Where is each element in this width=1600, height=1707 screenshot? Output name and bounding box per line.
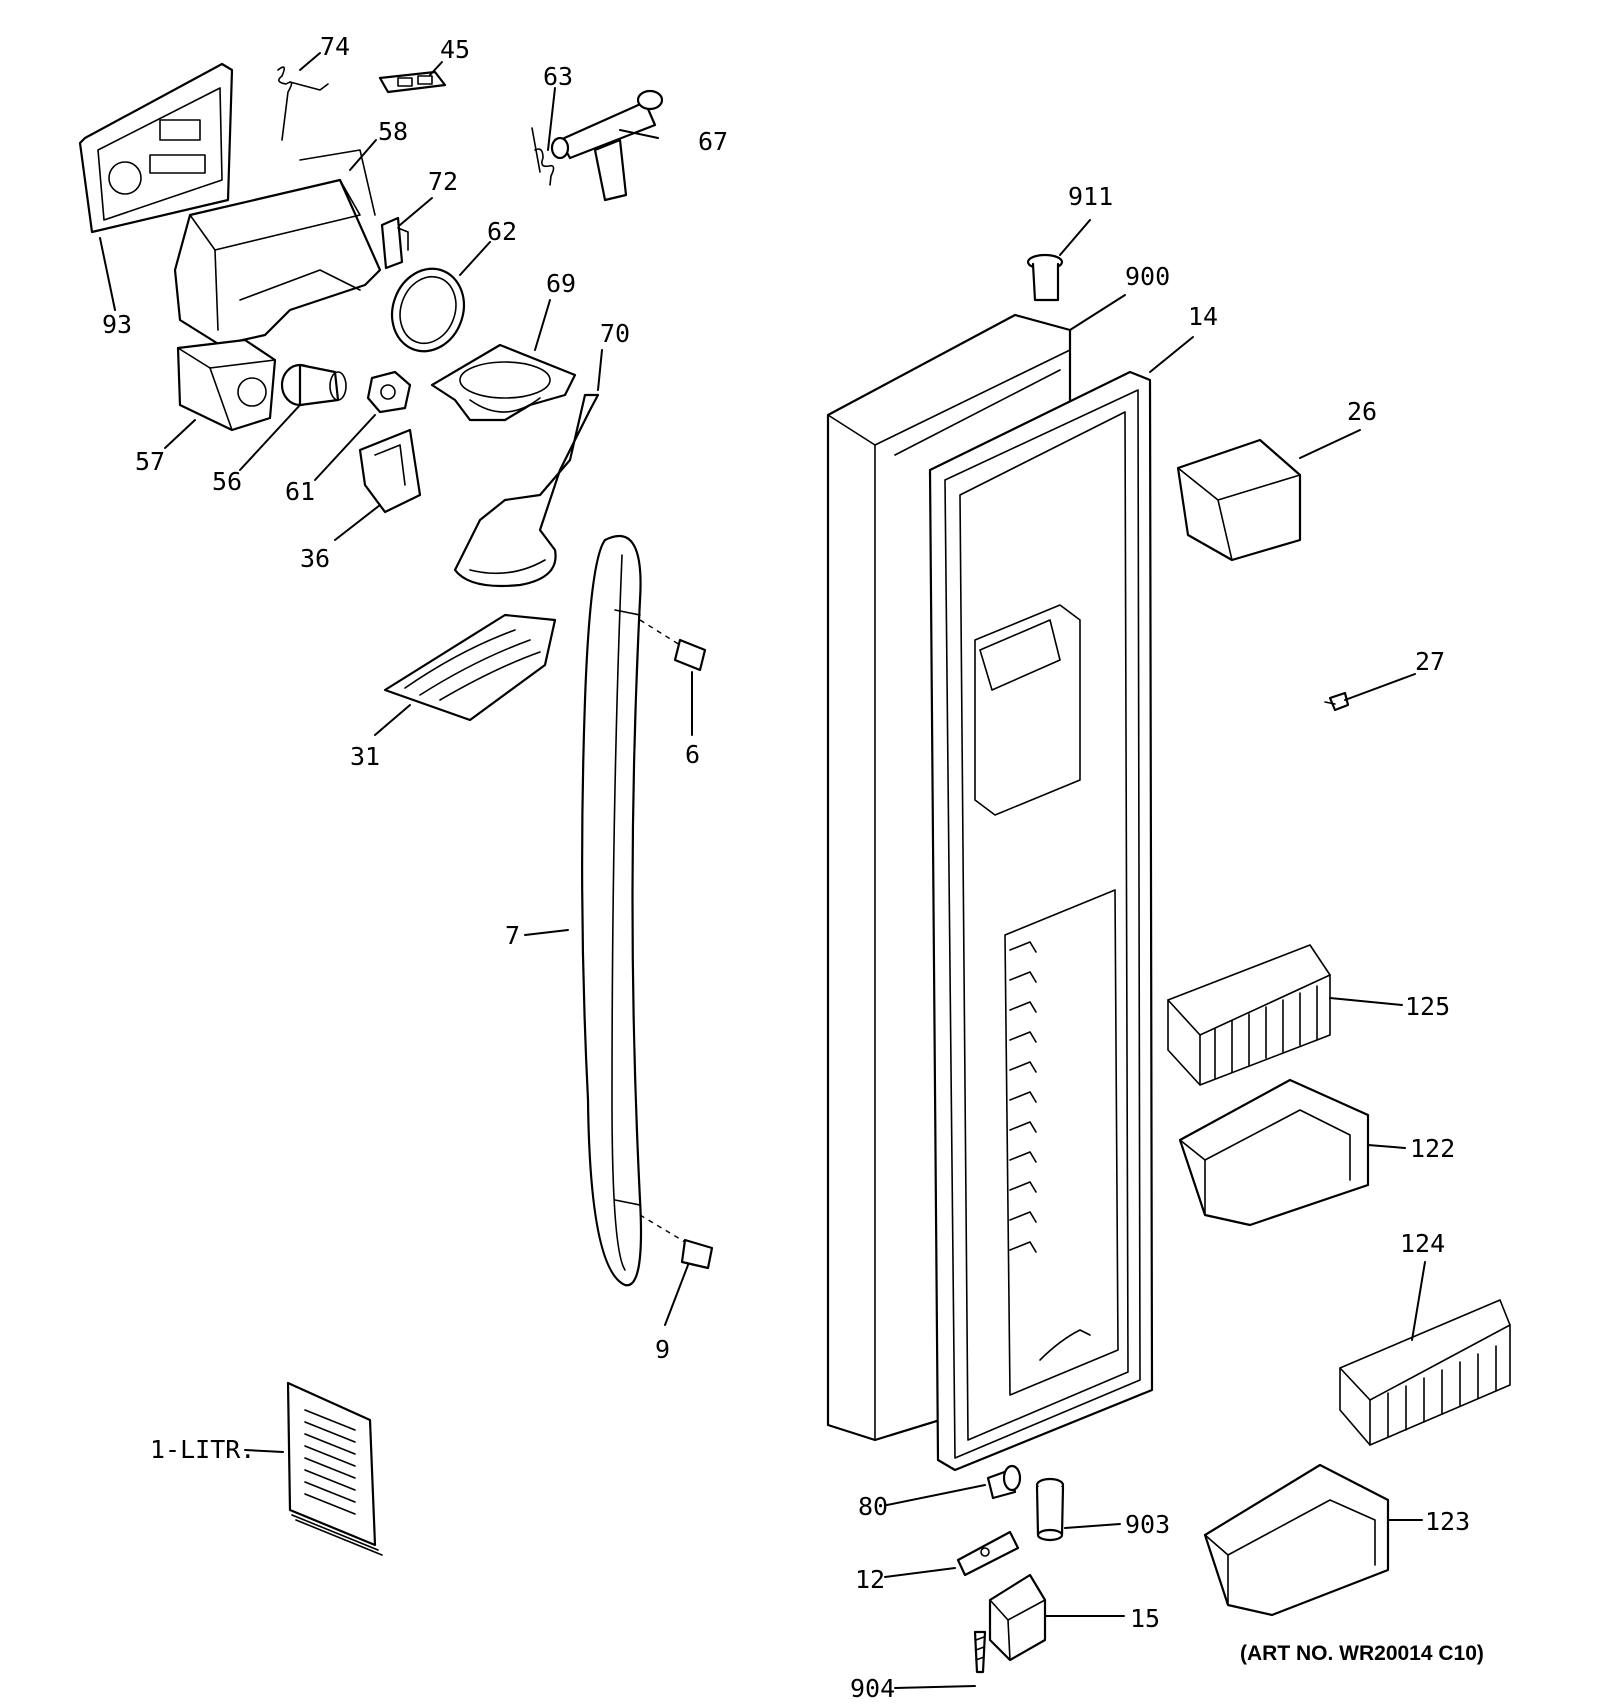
screw-27-part bbox=[1324, 691, 1350, 712]
label-125: 125 bbox=[1405, 992, 1450, 1021]
switch-72-part bbox=[380, 216, 409, 270]
coupler-61-part bbox=[366, 370, 412, 414]
motor-box-part bbox=[176, 338, 277, 432]
lever-67-part bbox=[550, 89, 664, 202]
label-57: 57 bbox=[135, 447, 165, 476]
drip-tray-31-part bbox=[383, 613, 557, 722]
label-36: 36 bbox=[300, 544, 330, 573]
control-panel-part bbox=[78, 62, 234, 234]
label-67: 67 bbox=[698, 127, 728, 156]
label-123: 123 bbox=[1425, 1507, 1470, 1536]
label-56: 56 bbox=[212, 467, 242, 496]
label-6: 6 bbox=[685, 740, 700, 769]
plug-80-part bbox=[986, 1464, 1022, 1500]
label-61: 61 bbox=[285, 477, 315, 506]
ring-62-part bbox=[391, 267, 465, 353]
bushing-911-part bbox=[1026, 253, 1064, 302]
wire-basket-124-part bbox=[1339, 1299, 1511, 1446]
label-80: 80 bbox=[858, 1492, 888, 1521]
part-labels: 74 45 63 67 58 72 62 93 69 70 57 56 61 3… bbox=[102, 32, 1484, 1703]
chute-69-part bbox=[430, 343, 577, 422]
label-69: 69 bbox=[546, 269, 576, 298]
label-63: 63 bbox=[543, 62, 573, 91]
label-14: 14 bbox=[1188, 302, 1218, 331]
label-31: 31 bbox=[350, 742, 380, 771]
auger-56-part bbox=[280, 363, 347, 407]
label-12: 12 bbox=[855, 1565, 885, 1594]
handle-7-part bbox=[581, 534, 643, 1287]
leader-lines bbox=[99, 52, 1426, 1689]
label-27: 27 bbox=[1415, 647, 1445, 676]
cradle-70-part bbox=[453, 393, 600, 588]
label-72: 72 bbox=[428, 167, 458, 196]
label-93: 93 bbox=[102, 310, 132, 339]
label-911: 911 bbox=[1068, 182, 1113, 211]
label-9: 9 bbox=[655, 1335, 670, 1364]
label-904: 904 bbox=[850, 1674, 895, 1703]
label-74: 74 bbox=[320, 32, 350, 61]
label-58: 58 bbox=[378, 117, 408, 146]
label-900: 900 bbox=[1125, 262, 1170, 291]
bin-123-part bbox=[1203, 1463, 1390, 1617]
label-903: 903 bbox=[1125, 1510, 1170, 1539]
label-70: 70 bbox=[600, 319, 630, 348]
dispenser-housing-part bbox=[173, 149, 382, 347]
spring-74-part bbox=[277, 66, 329, 141]
cover-26-part bbox=[1176, 438, 1302, 562]
gasket-14-part bbox=[928, 370, 1154, 1472]
label-26: 26 bbox=[1347, 397, 1377, 426]
wire-basket-125-part bbox=[1167, 944, 1331, 1086]
label-124: 124 bbox=[1400, 1229, 1445, 1258]
label-62: 62 bbox=[487, 217, 517, 246]
bracket-12-part bbox=[956, 1530, 1020, 1577]
label-45: 45 bbox=[440, 35, 470, 64]
label-7: 7 bbox=[505, 921, 520, 950]
spring-63-part bbox=[531, 127, 555, 186]
label-122: 122 bbox=[1410, 1134, 1455, 1163]
bin-122-part bbox=[1178, 1078, 1370, 1227]
screw-904-part bbox=[973, 1630, 987, 1674]
bracket-45-part bbox=[378, 70, 447, 94]
screw-9-part bbox=[639, 1214, 714, 1270]
hinge-15-part bbox=[988, 1573, 1047, 1662]
label-1-litr: 1-LITR. bbox=[150, 1435, 255, 1464]
bracket-36-part bbox=[358, 428, 422, 514]
screw-6-part bbox=[639, 619, 707, 672]
bushing-903-part bbox=[1035, 1477, 1065, 1542]
literature-booklet-part bbox=[286, 1381, 383, 1556]
label-15: 15 bbox=[1130, 1604, 1160, 1633]
art-number: (ART NO. WR20014 C10) bbox=[1240, 1642, 1484, 1665]
